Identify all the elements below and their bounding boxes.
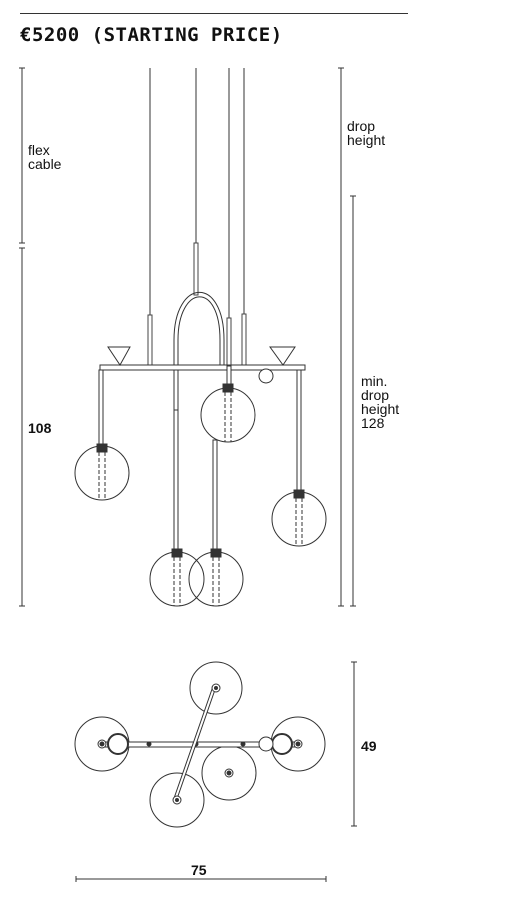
- rods: [147, 242, 247, 367]
- left-cone-shade: [107, 346, 131, 366]
- min-drop-height-label-line3: height: [361, 401, 400, 417]
- min-drop-height-label-line1: min.: [361, 373, 388, 389]
- top-depth-value: 49: [361, 738, 377, 754]
- min-drop-height-label-line4: 128: [361, 415, 385, 431]
- right-cone-shade: [269, 346, 296, 366]
- globe-bottom-left: [149, 548, 205, 607]
- globe-bottom-right: [188, 548, 244, 607]
- dimension-lines: [19, 67, 356, 607]
- ceiling-cables: [149, 68, 245, 320]
- min-drop-height-label: min. drop height 128: [361, 374, 399, 430]
- globe-right: [271, 489, 327, 547]
- arch: [177, 296, 221, 410]
- top-globe-upper: [189, 661, 243, 715]
- arch-outer: [173, 291, 225, 410]
- flex-cable-label-line1: flex: [28, 142, 50, 158]
- top-width-value: 75: [191, 862, 207, 878]
- top-view: [74, 661, 357, 882]
- flex-cable-label-line2: cable: [28, 156, 62, 172]
- drop-height-label-line2: height: [347, 132, 386, 148]
- drop-height-label-line1: drop: [347, 118, 376, 134]
- globe-center: [200, 383, 256, 443]
- top-globe-lower: [149, 772, 205, 828]
- drop-height-label: drop height: [347, 119, 385, 147]
- flex-cable-label: flex cable: [28, 143, 61, 171]
- frame-bar: [99, 364, 306, 371]
- globe-left: [74, 443, 130, 501]
- side-height-value: 108: [28, 420, 52, 436]
- min-drop-height-label-line2: drop: [361, 387, 390, 403]
- header-rule: [20, 13, 408, 14]
- price-label: €5200 (STARTING PRICE): [20, 24, 283, 46]
- frame-bulb: [258, 368, 274, 384]
- pendant-stems: [98, 365, 302, 551]
